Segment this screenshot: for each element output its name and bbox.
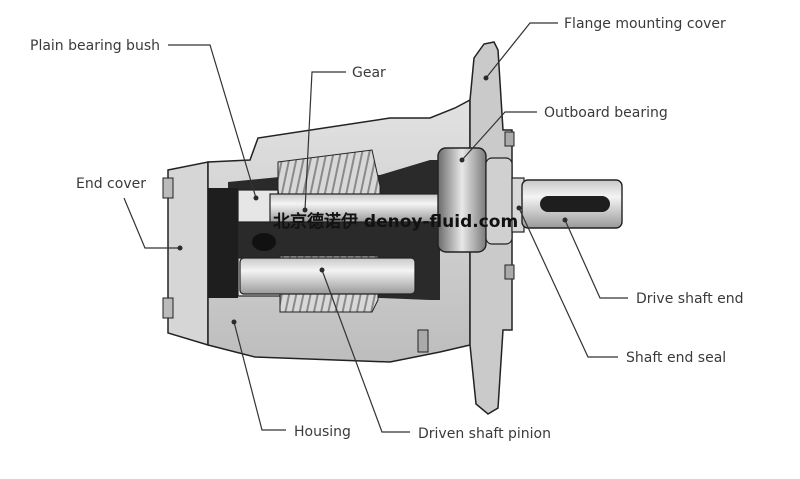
dot-shaft-end-seal	[516, 205, 522, 211]
end-cover-shape	[167, 161, 209, 347]
dot-plain-bearing-bush	[253, 195, 259, 201]
end-cover-bolt-bottom	[162, 297, 174, 319]
label-gear: Gear	[352, 65, 386, 81]
label-shaft-end-seal: Shaft end seal	[626, 350, 726, 366]
leader-driven-shaft-pinion	[321, 269, 410, 433]
label-outboard-bearing: Outboard bearing	[544, 105, 668, 121]
leader-drive-shaft-end	[564, 219, 628, 299]
leader-shaft-end-seal	[518, 207, 618, 358]
leader-gear	[304, 71, 346, 211]
label-plain-bearing-bush: Plain bearing bush	[30, 38, 160, 54]
dot-drive-shaft-end	[562, 217, 568, 223]
housing-bolt-bottom	[417, 329, 429, 353]
drive-shaft-inner	[269, 193, 441, 223]
shaft-keyway	[540, 196, 610, 212]
end-cover-inner-block	[208, 188, 238, 298]
leader-lines	[123, 22, 628, 433]
dot-end-cover	[177, 245, 183, 251]
end-cover-port	[252, 233, 276, 251]
leader-flange-mounting-cover	[485, 22, 558, 79]
dot-driven-shaft-pinion	[319, 267, 325, 273]
dot-flange-mounting-cover	[483, 75, 489, 81]
label-end-cover: End cover	[76, 176, 146, 192]
leader-end-cover	[123, 197, 180, 249]
flange-bolt-top	[504, 131, 515, 147]
driven-shaft-body	[239, 257, 416, 295]
leader-outboard-bearing	[461, 111, 537, 161]
end-cover-bolt-top	[162, 177, 174, 199]
leader-plain-bearing-bush	[168, 44, 257, 199]
outboard-bearing-shape	[437, 147, 487, 253]
dot-outboard-bearing	[459, 157, 465, 163]
label-driven-shaft-pinion: Driven shaft pinion	[418, 426, 551, 442]
label-flange-mounting-cover: Flange mounting cover	[564, 16, 726, 32]
label-drive-shaft-end: Drive shaft end	[636, 291, 744, 307]
labels: Plain bearing bush Gear Flange mounting …	[30, 16, 744, 442]
label-housing: Housing	[294, 424, 351, 440]
flange-bolt-bottom	[504, 264, 515, 280]
watermark-text: 北京德诺伊 denoy-fluid.com	[273, 211, 518, 232]
pump-body	[162, 41, 623, 415]
leader-housing	[233, 321, 286, 431]
dot-gear	[302, 207, 308, 213]
dot-housing	[231, 319, 237, 325]
